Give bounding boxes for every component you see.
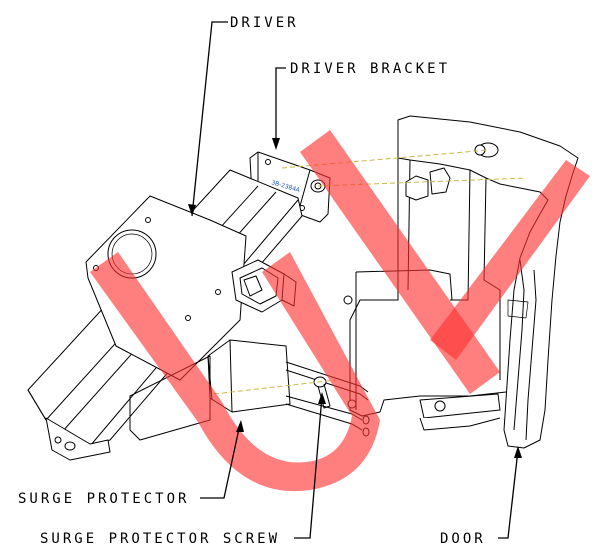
driver-part — [27, 169, 303, 461]
label-surge-protector-screw: SURGE PROTECTOR SCREW — [40, 531, 280, 547]
ul-watermark — [90, 130, 590, 492]
label-surge-protector: SURGE PROTECTOR — [18, 491, 189, 507]
label-driver-bracket: DRIVER BRACKET — [290, 61, 450, 77]
label-driver: DRIVER — [230, 15, 299, 31]
door-part — [343, 115, 579, 449]
leader-lines — [188, 21, 522, 539]
label-door: DOOR — [440, 531, 486, 547]
